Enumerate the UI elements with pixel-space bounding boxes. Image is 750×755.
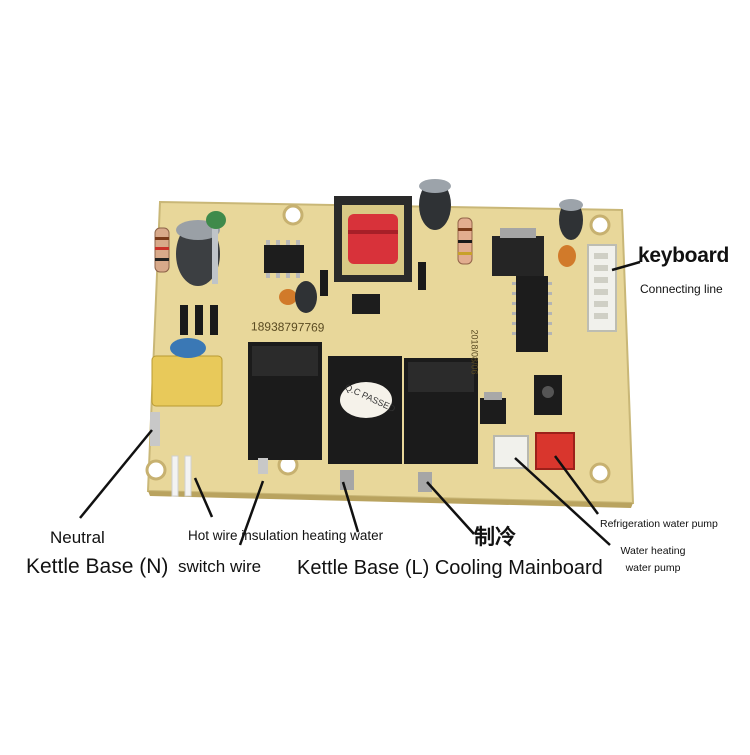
keyboard-label: keyboard — [638, 244, 729, 267]
model-code: 2018/08/06 — [469, 329, 480, 375]
neutral-label: Neutral — [50, 528, 105, 547]
diode-bridge — [180, 305, 218, 335]
leader-lines — [79, 260, 641, 546]
relay-1 — [248, 342, 322, 460]
connecting-line-label: Connecting line — [640, 282, 723, 296]
capacitor-green — [206, 211, 226, 229]
ic-long — [512, 276, 552, 352]
capacitor-right — [558, 199, 583, 267]
relay-2 — [328, 356, 402, 464]
capacitor-small — [295, 281, 317, 313]
terminal-switch — [258, 458, 268, 474]
ic-8pin — [264, 240, 304, 278]
terminal-l — [340, 470, 354, 490]
transistor-2 — [534, 375, 562, 415]
refrigeration-pump-label: Refrigeration water pump — [600, 518, 718, 530]
resistor-large — [154, 227, 170, 273]
x-capacitor — [151, 338, 223, 407]
kettle-base-l-label: Kettle Base (L) Cooling Mainboard — [297, 557, 603, 579]
white-pump-connector — [493, 435, 529, 469]
transistor-1 — [480, 392, 506, 424]
keyboard-connector — [587, 244, 617, 332]
diode — [320, 270, 328, 296]
capacitor-large — [176, 220, 220, 286]
terminal-cooling — [418, 472, 432, 492]
mounting-holes — [145, 204, 611, 484]
red-pump-connector — [535, 432, 575, 470]
pcb-edge — [148, 491, 633, 508]
ic-small — [352, 294, 380, 314]
ceramic-capacitor — [279, 289, 297, 305]
voltage-regulator — [492, 228, 544, 276]
transformer — [334, 196, 412, 282]
kettle-base-n-label: Kettle Base (N) — [26, 555, 169, 578]
switch-wire-label: switch wire — [178, 557, 262, 576]
relay-3 — [404, 358, 478, 464]
water-heating-pump-label: Water heating water pump — [620, 545, 686, 574]
terminal-neutral — [150, 412, 160, 446]
board-number: 18938797769 — [250, 319, 325, 335]
wires — [171, 455, 192, 497]
diode-2 — [418, 262, 426, 290]
hot-wire-insulation-label: Hot wire insulation heating water — [188, 528, 384, 543]
capacitor-top — [419, 179, 451, 230]
cooling-chinese-label: 制冷 — [474, 526, 516, 549]
resistor-mid — [457, 217, 473, 265]
